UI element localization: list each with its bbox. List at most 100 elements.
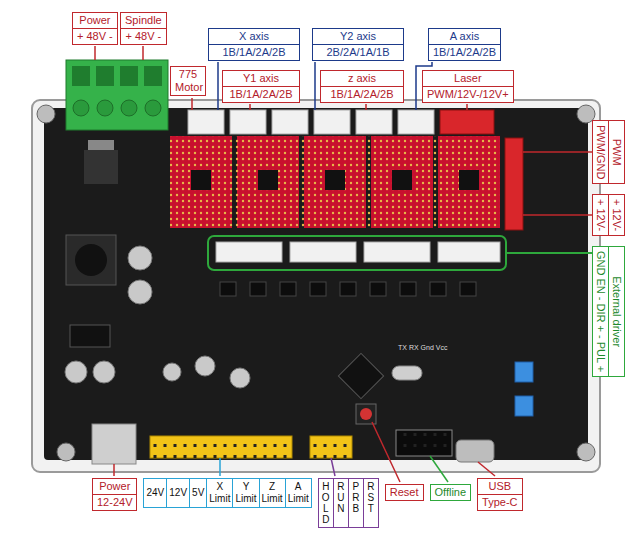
motor-connector: [188, 110, 224, 134]
mcu-chip: [338, 353, 383, 398]
label-detail: PWM/GND: [593, 121, 609, 183]
driver-chip: [392, 170, 412, 190]
leader-line: [466, 104, 468, 110]
capacitor: [163, 363, 181, 381]
label-heading: Y1 axis: [223, 71, 299, 86]
label-heading: USB: [478, 479, 521, 494]
reset-switch: [356, 404, 376, 424]
dc-jack: [92, 424, 136, 464]
ic-chip: [70, 325, 110, 347]
axis-label: X axis1B/1A/2A/2B: [208, 28, 300, 61]
leader-line: [523, 214, 592, 216]
mosfet: [220, 282, 236, 296]
motor-connector: [230, 110, 266, 134]
rotated-text-group: External driverGND EN - DIR + - PUL +: [593, 247, 624, 376]
driver-chip: [258, 170, 278, 190]
label-detail: Z Limit: [259, 479, 285, 507]
power-label: Power+ 48V -: [72, 12, 118, 45]
control-header: [310, 436, 352, 458]
label-detail: RUN: [333, 479, 348, 527]
mosfet: [460, 282, 476, 296]
label-heading: Spindle: [121, 13, 166, 28]
label-detail: A Limit: [285, 479, 311, 507]
offline-label: Offline: [430, 484, 472, 501]
label-heading: HOLD: [319, 479, 333, 527]
terminal-screw: [145, 100, 161, 116]
label-detail: + 48V -: [121, 28, 166, 44]
label-heading: PWM: [609, 121, 624, 183]
laser-label: LaserPWM/12V-/12V+: [422, 70, 514, 103]
label-detail: 1B/1A/2A/2B: [209, 44, 299, 60]
mosfet: [400, 282, 416, 296]
label-detail: 1B/1A/2A/2B: [429, 44, 500, 60]
capacitor: [93, 361, 115, 383]
motor-connector: [314, 110, 350, 134]
inductor: [66, 235, 116, 285]
driver-chip: [325, 170, 345, 190]
jumper: [515, 396, 533, 416]
leader-line: [113, 464, 115, 476]
label-detail: 1B/1A/2A/2B: [321, 86, 403, 102]
capacitor: [128, 246, 152, 270]
external-connector: [290, 242, 356, 262]
capacitor: [128, 280, 152, 304]
mosfet: [310, 282, 326, 296]
crystal: [392, 366, 422, 380]
motor-connector: [356, 110, 392, 134]
silkscreen-text: TX RX Gnd Vcc: [398, 344, 447, 352]
terminal-screw: [97, 100, 113, 116]
label-detail: X Limit: [206, 479, 232, 507]
mosfet: [250, 282, 266, 296]
screw: [37, 105, 55, 123]
leader-line: [249, 104, 251, 110]
label-detail: 5V: [189, 479, 206, 507]
label-heading: Power: [93, 479, 136, 494]
label-heading: External driver: [609, 247, 624, 376]
screw: [577, 443, 595, 461]
header-pins: [400, 432, 450, 454]
label-heading: Y2 axis: [313, 29, 403, 44]
external-connector: [364, 242, 430, 262]
capacitor: [230, 368, 250, 388]
leader-line: [217, 62, 219, 110]
pwm-connector: [505, 138, 523, 230]
external-driver-label: External driverGND EN - DIR + - PUL +: [592, 246, 625, 377]
limit-label: 24V12V5VX LimitY LimitZ LimitA Limit: [143, 478, 311, 508]
driver-chip: [191, 170, 211, 190]
group-bracket: [208, 236, 506, 270]
terminal-screw: [121, 100, 137, 116]
rotated-text-group: PWMPWM/GND: [593, 121, 624, 183]
leader-lines: [95, 46, 592, 482]
label-detail: + 48V -: [73, 28, 117, 44]
label-heading: 24V: [144, 479, 166, 507]
label-detail: PWM/12V-/12V+: [423, 86, 513, 102]
leader-line: [365, 104, 367, 110]
external-connector: [438, 242, 500, 262]
label-detail: 12-24V: [93, 494, 136, 510]
capacitor: [65, 361, 87, 383]
limit-header: [150, 436, 292, 458]
terminal-slot: [72, 66, 90, 86]
capacitor: [195, 356, 215, 376]
pwm-label: PWMPWM/GND: [592, 120, 625, 184]
label-heading: + 12V-: [609, 195, 624, 235]
label-heading: Offline: [431, 485, 471, 500]
power-out-label: + 12V-+ 12V-: [592, 194, 625, 236]
label-detail: 2B/2A/1A/1B: [313, 44, 403, 60]
axis-label: z axis1B/1A/2A/2B: [320, 70, 404, 103]
rotated-text-group: + 12V-+ 12V-: [593, 195, 624, 235]
leader-line: [191, 98, 193, 110]
terminal-slot: [120, 66, 138, 86]
terminal-slot: [144, 66, 162, 86]
terminal-block: [66, 60, 168, 130]
label-heading: X axis: [209, 29, 299, 44]
motor-label: 775 Motor: [170, 66, 206, 96]
header-pins: [150, 436, 292, 458]
power-in-label: Power12-24V: [92, 478, 137, 511]
label-detail: + 12V-: [593, 195, 609, 235]
usb-label: USBType-C: [477, 478, 522, 511]
leader-line: [478, 462, 495, 476]
header-pins: [310, 436, 352, 458]
label-detail: Type-C: [478, 494, 521, 510]
leader-line: [219, 458, 221, 476]
